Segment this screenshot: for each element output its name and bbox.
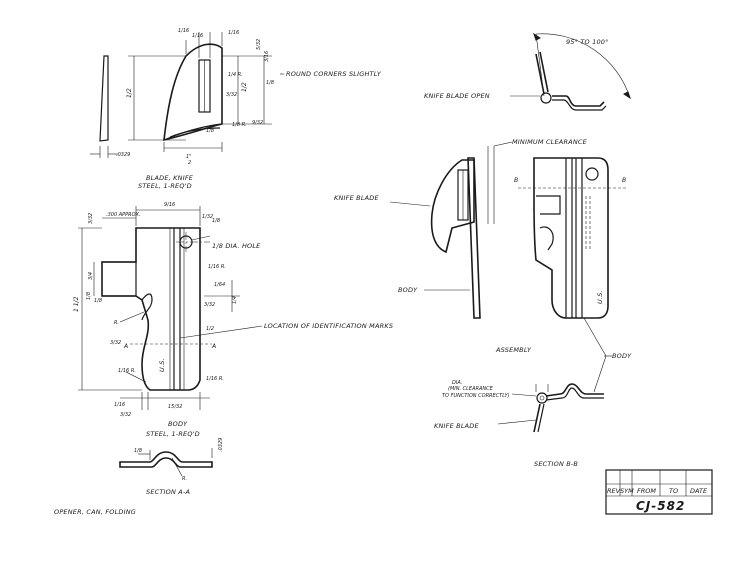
angle-label: 95° TO 100°	[566, 38, 609, 46]
open-view: 95° TO 100° KNIFE BLADE OPEN	[424, 32, 631, 111]
svg-text:1/16: 1/16	[228, 30, 239, 36]
svg-text:15/32: 15/32	[168, 404, 182, 410]
tb-header-sym: SYM	[620, 487, 634, 495]
title-block: REV SYM FROM TO DATE CJ-582	[605, 469, 713, 515]
part-name: OPENER, CAN, FOLDING	[54, 508, 136, 516]
svg-text:3/32: 3/32	[226, 92, 237, 98]
svg-text:1/2: 1/2	[206, 326, 214, 332]
assembly-blade-label: KNIFE BLADE	[334, 194, 379, 202]
svg-text:1/32: 1/32	[202, 214, 213, 220]
svg-text:1/16 R.: 1/16 R.	[118, 368, 136, 374]
blade-title: BLADE, KNIFE	[146, 174, 194, 182]
drawing-number: CJ-582	[636, 499, 685, 513]
svg-text:.300 APPROX.: .300 APPROX.	[106, 212, 140, 218]
svg-text:1 1/2: 1 1/2	[73, 296, 80, 312]
body-us-mark: U.S.	[158, 358, 166, 372]
svg-text:B: B	[514, 177, 518, 184]
svg-text:5/32: 5/32	[256, 39, 262, 50]
blade-view: 1/2 1/16 1/16 1/16 5/32 3/16 1/2 1/4 R. …	[90, 28, 382, 190]
svg-text:1/8: 1/8	[86, 292, 92, 300]
svg-text:1/16: 1/16	[192, 33, 203, 39]
body-view: U.S. A A 9/16 .300 APPROX. 3/32 1/32 1/8…	[73, 202, 393, 438]
note-identification-marks: LOCATION OF IDENTIFICATION MARKS	[264, 322, 393, 330]
tb-header-date: DATE	[690, 487, 708, 495]
blade-dim-height: 1/2	[126, 88, 133, 98]
svg-text:A: A	[123, 343, 128, 350]
svg-text:1/8: 1/8	[212, 218, 220, 224]
section-aa-title: SECTION A-A	[146, 488, 190, 496]
svg-text:R.: R.	[114, 320, 119, 326]
assembly-blade	[430, 159, 475, 254]
svg-text:1": 1"	[186, 154, 191, 160]
svg-text:1/8: 1/8	[266, 80, 274, 86]
svg-text:2: 2	[188, 160, 191, 166]
svg-text:.0329: .0329	[218, 438, 224, 452]
svg-text:3/32: 3/32	[120, 412, 131, 418]
svg-text:1/16 R.: 1/16 R.	[206, 376, 224, 382]
assembly-title: ASSEMBLY	[495, 346, 532, 354]
svg-text:1/64: 1/64	[214, 282, 225, 288]
svg-text:3/32: 3/32	[204, 302, 215, 308]
svg-text:B: B	[622, 177, 626, 184]
blade-material: STEEL, 1-REQ'D	[138, 182, 192, 190]
section-bb: BODY DIA. (MIN. CLEARANCE TO FUNCTION CO…	[434, 317, 632, 468]
open-view-title: KNIFE BLADE OPEN	[424, 92, 490, 100]
svg-text:A: A	[211, 343, 216, 350]
assembly-view: MINIMUM CLEARANCE KNIFE BLADE BODY U.S. …	[334, 138, 628, 354]
svg-text:TO FUNCTION CORRECTLY): TO FUNCTION CORRECTLY)	[442, 393, 510, 399]
svg-text:3/32: 3/32	[88, 213, 94, 224]
svg-text:1/16 R.: 1/16 R.	[208, 264, 226, 270]
section-bb-blade-label: KNIFE BLADE	[434, 422, 479, 430]
svg-text:1/4 R.: 1/4 R.	[228, 72, 243, 78]
svg-text:3/32: 3/32	[110, 340, 121, 346]
section-aa-profile	[119, 451, 213, 468]
tb-header-rev: REV	[607, 487, 621, 495]
body-material: STEEL, 1-REQ'D	[146, 430, 200, 438]
angle-arc	[535, 33, 631, 99]
section-aa: 1/8 R. .0329 SECTION A-A	[119, 438, 224, 496]
tb-header-from: FROM	[637, 487, 656, 495]
blade-profile	[163, 43, 223, 142]
blade-thickness: .0329	[116, 152, 130, 158]
body-outline	[101, 227, 201, 391]
section-bb-title: SECTION B-B	[534, 460, 578, 468]
svg-text:R.: R.	[182, 476, 187, 482]
svg-text:1/2: 1/2	[241, 82, 248, 92]
svg-text:DIA.: DIA.	[452, 380, 462, 386]
blade-edge-view	[99, 55, 109, 142]
svg-text:1/8: 1/8	[94, 298, 102, 304]
svg-text:3/16: 3/16	[264, 51, 270, 62]
min-clearance-label: MINIMUM CLEARANCE	[512, 138, 588, 146]
svg-text:1/16: 1/16	[178, 28, 189, 34]
assembly-us-mark: U.S.	[596, 290, 604, 304]
svg-text:9/16: 9/16	[164, 202, 175, 208]
svg-text:9/32: 9/32	[252, 120, 263, 126]
section-bb-body-label: BODY	[612, 352, 632, 360]
svg-text:1/16: 1/16	[114, 402, 125, 408]
svg-text:1/8 R.: 1/8 R.	[232, 122, 247, 128]
assembly-body-label: BODY	[398, 286, 418, 294]
svg-text:1/8: 1/8	[134, 448, 142, 454]
tb-header-to: TO	[669, 487, 678, 495]
body-title: BODY	[168, 420, 188, 428]
svg-text:(MIN. CLEARANCE: (MIN. CLEARANCE	[448, 386, 494, 392]
svg-text:3/4: 3/4	[88, 272, 94, 280]
note-hole: 1/8 DIA. HOLE	[212, 242, 261, 250]
svg-text:1/8: 1/8	[206, 128, 214, 134]
note-round-corners: ROUND CORNERS SLIGHTLY	[286, 70, 382, 78]
svg-text:1/4: 1/4	[232, 296, 238, 304]
